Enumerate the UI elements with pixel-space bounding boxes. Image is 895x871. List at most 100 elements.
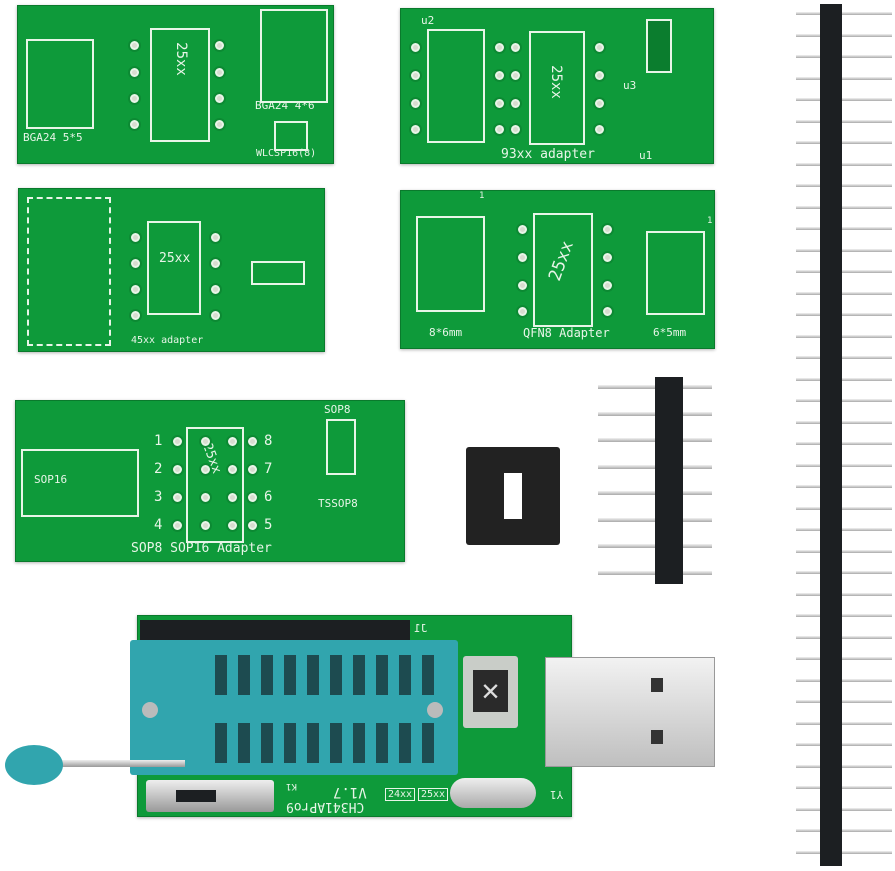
header-pin <box>796 291 892 295</box>
pad <box>246 463 259 476</box>
zif-contact <box>376 723 388 763</box>
model-label: CH341APro9 <box>286 799 365 814</box>
chip-outline <box>529 31 585 145</box>
zif-contact <box>399 723 411 763</box>
bga-5x5-label: BGA24 5*5 <box>23 131 83 144</box>
version-label: V1.7 <box>333 784 367 800</box>
pad <box>213 39 226 52</box>
pad <box>226 519 239 532</box>
pad <box>593 97 606 110</box>
x-mark: ✕ <box>473 670 508 712</box>
pad <box>226 435 239 448</box>
header-strip <box>655 377 683 584</box>
chip-label: 25xx <box>547 65 564 99</box>
header-pin <box>796 98 892 101</box>
header-pin <box>796 141 892 144</box>
zif-lever[interactable] <box>55 760 185 767</box>
pad <box>199 463 212 476</box>
pin-number: 7 <box>264 461 273 477</box>
wlcsp-label: WLCSP16(8) <box>256 148 317 159</box>
header-pin <box>796 377 892 381</box>
header-pin <box>796 678 892 682</box>
header-pin <box>796 614 892 617</box>
j1-label: J1 <box>414 622 428 635</box>
screw <box>142 702 158 718</box>
pad <box>509 41 522 54</box>
pad <box>409 41 422 54</box>
header-pin <box>796 463 892 467</box>
bga-adapter-board: 25xx BGA24 5*5 BGA24 4*6 WLCSP16(8) <box>17 5 334 164</box>
pin-number: 5 <box>264 517 273 533</box>
header-strip <box>820 4 842 866</box>
zif-socket[interactable] <box>130 640 458 775</box>
pad <box>171 463 184 476</box>
header-pin <box>796 313 892 316</box>
long-pin-header <box>796 4 892 866</box>
pad <box>129 257 142 270</box>
header-pin <box>796 442 892 445</box>
size-8x6-label: 8*6mm <box>429 326 463 339</box>
pad <box>128 39 141 52</box>
chip-label: 25xx <box>159 251 191 266</box>
qfn8-adapter-board: 1 25xx 1 8*6mm QFN8 Adapter 6*5mm <box>400 190 715 349</box>
slide-switch[interactable] <box>146 780 274 812</box>
header-pin <box>796 334 892 338</box>
zif-contact <box>376 655 388 695</box>
pad <box>509 69 522 82</box>
pad <box>601 279 614 292</box>
header-pin <box>796 786 892 789</box>
chip-outline <box>186 427 244 543</box>
header-pin <box>796 657 892 660</box>
dip8-socket <box>466 447 560 545</box>
header-pin <box>796 700 892 703</box>
pin-header-row <box>140 620 410 640</box>
sop16-label: SOP16 <box>34 473 68 486</box>
pad <box>226 491 239 504</box>
93xx-adapter-board: u2 25xx u3 93xx adapter u1 <box>400 8 714 164</box>
sop8-footprint <box>326 419 356 475</box>
pad <box>129 231 142 244</box>
zif-contact <box>215 655 227 695</box>
title-label: SOP8 SOP16 Adapter <box>131 541 272 556</box>
pad <box>199 491 212 504</box>
pad <box>209 257 222 270</box>
u1-label: u1 <box>639 149 653 162</box>
pin1-label: 1 <box>479 191 485 201</box>
pad <box>409 123 422 136</box>
pad <box>171 435 184 448</box>
zif-contact <box>307 723 319 763</box>
pad <box>129 309 142 322</box>
header-pin <box>796 119 892 123</box>
pad <box>493 123 506 136</box>
header-pin <box>796 829 892 832</box>
zif-contact <box>330 723 342 763</box>
header-pin <box>796 399 892 402</box>
pad <box>593 41 606 54</box>
zif-contact <box>284 723 296 763</box>
tsop-footprint <box>27 197 111 346</box>
header-pin <box>796 227 892 230</box>
pin-number: 3 <box>154 489 163 505</box>
header-pin <box>796 571 892 574</box>
header-pin <box>796 764 892 768</box>
24xx-jumper: 24xx <box>385 788 416 801</box>
zif-contact <box>215 723 227 763</box>
usb-hole <box>651 730 663 744</box>
pad <box>209 309 222 322</box>
pad <box>128 118 141 131</box>
switch-knob[interactable] <box>176 790 216 802</box>
chip-outline <box>533 213 593 327</box>
header-pin <box>796 55 892 58</box>
bga-5x5-footprint <box>26 39 94 129</box>
pad <box>516 251 529 264</box>
size-6x5-label: 6*5mm <box>653 326 687 339</box>
u2-label: u2 <box>421 14 435 27</box>
zif-lever-knob[interactable] <box>5 745 63 785</box>
pad <box>128 66 141 79</box>
tssop8-label: TSSOP8 <box>318 497 358 510</box>
title-label: QFN8 Adapter <box>523 326 610 340</box>
pad <box>213 92 226 105</box>
ch341-chip-shield: ✕ <box>463 656 518 728</box>
pad <box>601 223 614 236</box>
pad <box>199 519 212 532</box>
